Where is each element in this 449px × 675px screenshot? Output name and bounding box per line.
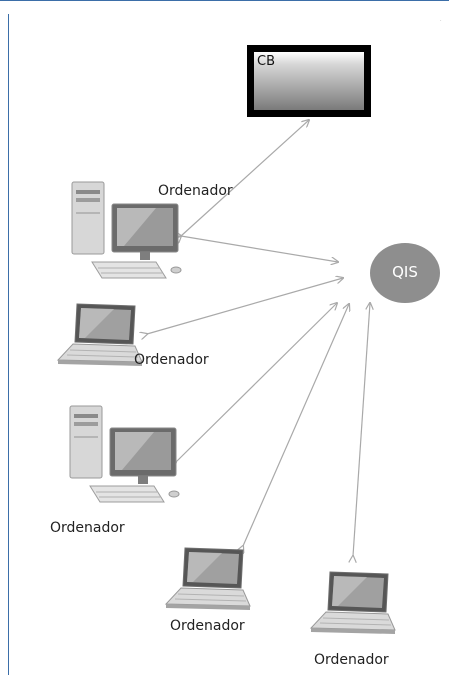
corner-mark: · <box>440 18 442 24</box>
pc1-label: Ordenador <box>158 183 233 199</box>
edge-laptop3-qis <box>353 303 370 556</box>
laptop-computer-icon <box>56 303 143 366</box>
cb-node-label: CB <box>257 54 275 69</box>
pc2-label: Ordenador <box>50 520 125 536</box>
frame-top-border <box>0 0 449 1</box>
cb-node-panel: CB <box>254 52 364 110</box>
desktop-computer-icon <box>69 405 180 503</box>
laptop-computer-icon <box>164 547 251 610</box>
laptop1-label: Ordenador <box>134 352 209 368</box>
qis-node-label: QIS <box>392 263 418 281</box>
desktop-computer-icon <box>71 181 182 279</box>
laptop3-label: Ordenador <box>314 652 389 668</box>
cb-node: CB <box>247 45 371 117</box>
edge-pc2-qis <box>176 303 337 462</box>
edge-pc1-cb <box>181 120 309 236</box>
edge-laptop2-qis <box>243 304 349 546</box>
qis-node: QIS <box>370 243 440 303</box>
laptop-computer-icon <box>309 571 396 634</box>
frame-left-border <box>8 14 9 675</box>
edge-pc1-qis <box>181 236 338 262</box>
laptop2-label: Ordenador <box>170 618 245 634</box>
